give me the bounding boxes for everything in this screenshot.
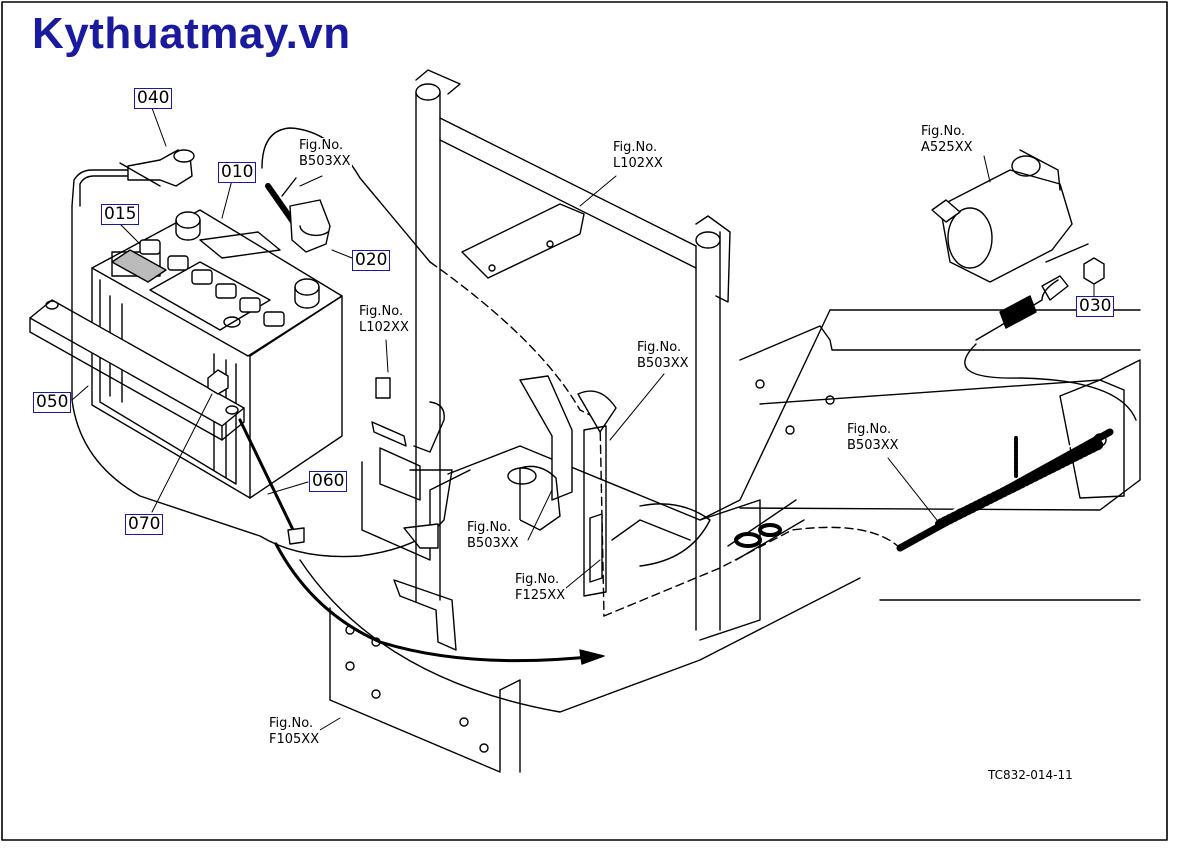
hold-down-bar [29,299,305,545]
part-030-label[interactable]: 030 [1076,296,1115,317]
fig-ref-b503-mid[interactable]: Fig.No. B503XX [636,340,690,372]
part-020-label[interactable]: 020 [352,250,391,271]
fig-ref-b503-top[interactable]: Fig.No. B503XX [298,138,352,170]
site-watermark: Kythuatmay.vn [32,9,351,58]
part-050-label[interactable]: 050 [33,392,72,413]
fig-ref-b503-low[interactable]: Fig.No. B503XX [466,520,520,552]
fig-ref-number: B503XX [467,536,519,551]
part-070-label[interactable]: 070 [125,514,164,535]
wire-harness [727,423,1114,561]
fig-ref-caption: Fig.No. [847,422,892,437]
part-040-label[interactable]: 040 [134,88,173,109]
fig-ref-caption: Fig.No. [637,340,682,355]
fig-ref-caption: Fig.No. [467,520,512,535]
fig-ref-b503-right[interactable]: Fig.No. B503XX [846,422,900,454]
fig-ref-number: B503XX [637,356,689,371]
part-060-label[interactable]: 060 [309,471,348,492]
fig-ref-caption: Fig.No. [613,140,658,155]
part-015-label[interactable]: 015 [101,204,140,225]
fig-ref-a525[interactable]: Fig.No. A525XX [920,124,974,156]
fig-ref-caption: Fig.No. [299,138,344,153]
fig-ref-number: F125XX [515,588,566,603]
positive-clamp [265,177,331,253]
fig-ref-l102-top[interactable]: Fig.No. L102XX [612,140,664,172]
rops-frame [415,69,731,631]
fig-ref-number: F105XX [269,732,320,747]
fig-ref-number: B503XX [847,438,899,453]
drawing-code: TC832-014-11 [988,768,1073,782]
fig-ref-caption: Fig.No. [269,716,314,731]
fig-ref-number: L102XX [359,320,409,335]
fig-ref-f105[interactable]: Fig.No. F105XX [268,716,321,748]
starter-motor [931,149,1089,301]
negative-cable [71,149,195,207]
fig-ref-number: L102XX [613,156,663,171]
fig-ref-caption: Fig.No. [515,572,560,587]
fig-ref-number: A525XX [921,140,973,155]
fig-ref-number: B503XX [299,154,351,169]
fig-ref-l102-mid[interactable]: Fig.No. L102XX [358,304,410,336]
fig-ref-caption: Fig.No. [921,124,966,139]
part-010-label[interactable]: 010 [218,162,257,183]
fig-ref-caption: Fig.No. [359,304,404,319]
fig-ref-f125[interactable]: Fig.No. F125XX [514,572,567,604]
chassis [299,309,1141,773]
